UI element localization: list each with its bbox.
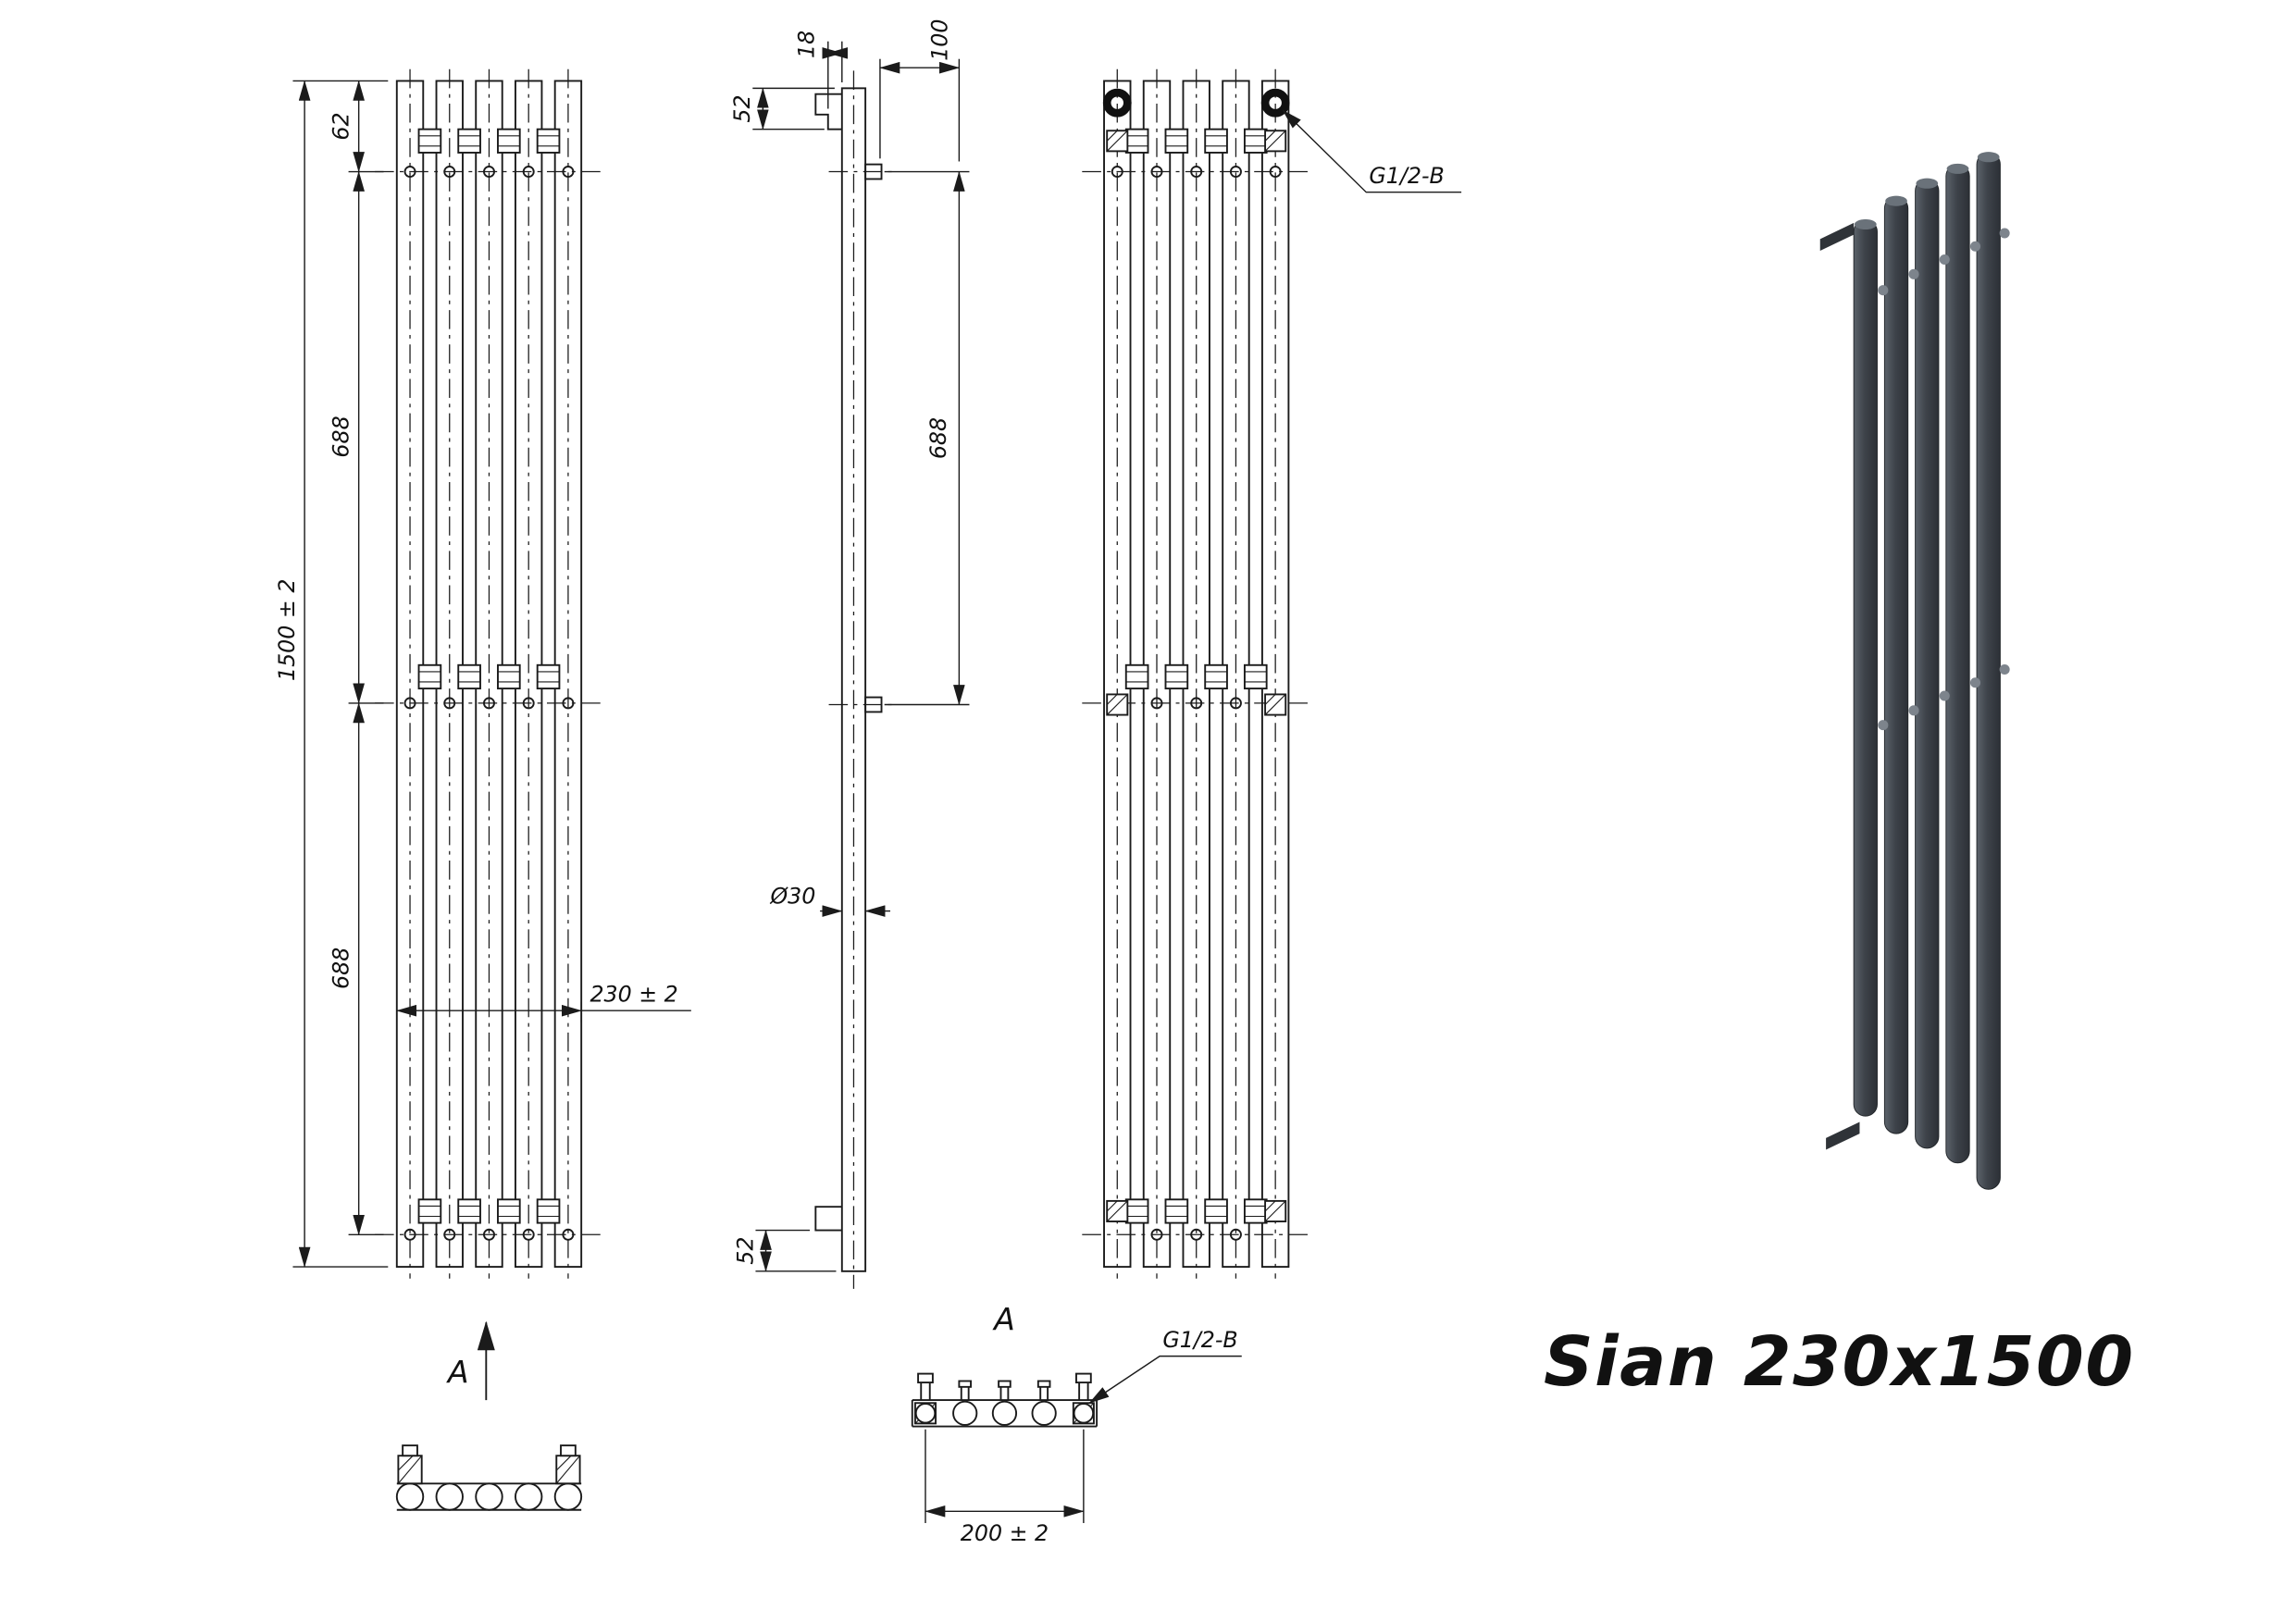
dim-front-width: 230 ± 2 xyxy=(590,982,677,1008)
dim-front-upper-span: 688 xyxy=(329,415,354,457)
side-view-drawing: 52 18 100 688 Ø30 52 xyxy=(729,19,970,1289)
thread-fitting-right xyxy=(1260,88,1290,118)
dim-front-total-height: 1500 ± 2 xyxy=(274,579,300,681)
section-nipples xyxy=(917,1372,1092,1401)
bottom-view-right-bracket xyxy=(555,1444,581,1485)
dim-side-bottom-offset: 52 xyxy=(732,1237,758,1265)
dim-side-hook-depth: 18 xyxy=(794,31,820,58)
dim-front-top-offset: 62 xyxy=(329,112,354,140)
dim-side-top-offset: 52 xyxy=(729,94,755,122)
product-title: Sian 230x1500 xyxy=(1544,1321,2135,1402)
dim-front-lower-span: 688 xyxy=(329,948,354,989)
front-view-drawing: 62 688 688 1500 ± 2 230 ± 2 A xyxy=(274,68,691,1401)
render-mounting-pegs xyxy=(1878,228,2010,731)
thread-label-back: G1/2-B xyxy=(1369,163,1444,189)
thread-label-section: G1/2-B xyxy=(1162,1327,1237,1353)
back-view-drawing: G1/2-B xyxy=(1082,68,1462,1280)
thread-fitting-left xyxy=(1102,88,1132,118)
section-view-label: A xyxy=(992,1301,1015,1337)
dim-side-mount-span: 688 xyxy=(925,417,951,459)
dim-side-tube-diameter: Ø30 xyxy=(769,884,815,910)
section-a-drawing: A G1/2-B 200 ± 2 xyxy=(911,1301,1242,1546)
bottom-view-left-bracket xyxy=(397,1444,423,1485)
radiator-3d-render xyxy=(1819,152,2010,1190)
dim-side-bracket-offset: 100 xyxy=(927,19,953,61)
dim-section-connection-spacing: 200 ± 2 xyxy=(961,1520,1049,1546)
bottom-view-drawing xyxy=(395,1444,583,1511)
section-arrow-label: A xyxy=(446,1354,469,1390)
